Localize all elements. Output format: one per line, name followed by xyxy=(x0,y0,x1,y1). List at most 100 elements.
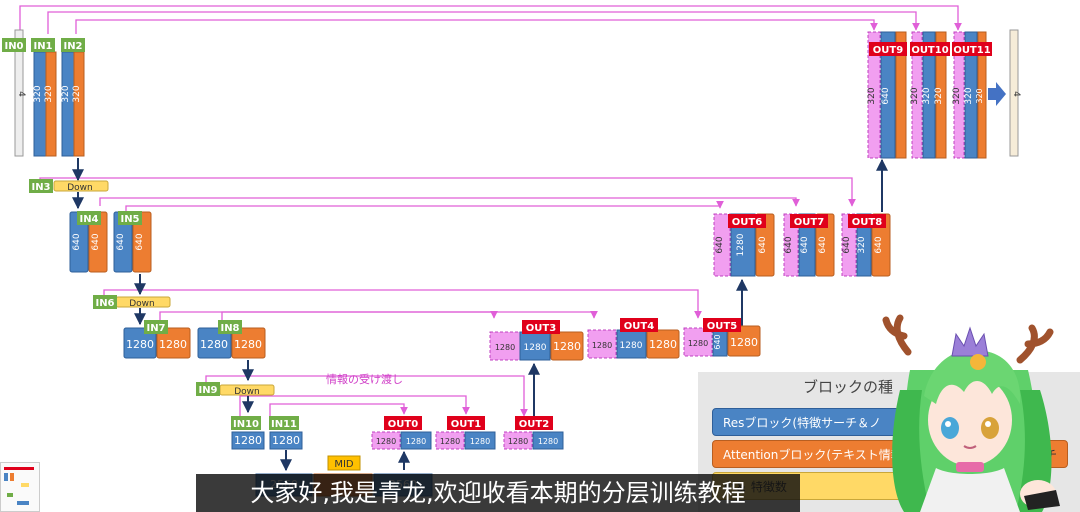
svg-text:640: 640 xyxy=(116,233,126,250)
block-out7: 640 640 640 xyxy=(783,213,835,277)
output-arrow-icon xyxy=(988,82,1006,106)
svg-text:IN3: IN3 xyxy=(31,182,50,193)
svg-text:1280: 1280 xyxy=(200,338,228,351)
down-sampler-in3: Down xyxy=(53,180,109,193)
vtuber-avatar xyxy=(882,314,1060,512)
svg-text:IN4: IN4 xyxy=(79,214,98,225)
block-out11: 320 320 320 xyxy=(952,31,987,159)
block-in1: 320 320 xyxy=(33,51,57,157)
handoff-label: 情報の受け渡し xyxy=(326,372,403,386)
svg-text:IN1: IN1 xyxy=(33,41,52,52)
output-channel: 4 xyxy=(1011,91,1021,97)
svg-text:OUT6: OUT6 xyxy=(732,217,762,228)
svg-text:320: 320 xyxy=(867,87,877,104)
svg-text:1280: 1280 xyxy=(234,434,262,447)
block-in4: 640 640 xyxy=(69,211,108,273)
svg-text:1280: 1280 xyxy=(126,338,154,351)
thumbnail-preview xyxy=(0,462,40,512)
svg-text:MID: MID xyxy=(334,459,354,470)
svg-text:320: 320 xyxy=(910,87,920,104)
legend-title: ブロックの種 xyxy=(803,378,894,396)
svg-text:OUT7: OUT7 xyxy=(794,217,824,228)
svg-text:640: 640 xyxy=(800,236,810,253)
svg-text:640: 640 xyxy=(91,233,101,250)
svg-text:Down: Down xyxy=(129,299,155,309)
svg-text:IN2: IN2 xyxy=(63,41,82,52)
svg-text:320: 320 xyxy=(934,87,944,104)
svg-text:320: 320 xyxy=(975,88,984,103)
svg-text:640: 640 xyxy=(842,236,852,253)
svg-text:640: 640 xyxy=(784,236,794,253)
svg-text:1280: 1280 xyxy=(730,336,758,349)
block-out10: 320 320 320 xyxy=(910,31,947,159)
svg-text:1280: 1280 xyxy=(406,437,426,446)
svg-text:640: 640 xyxy=(72,233,82,250)
svg-text:640: 640 xyxy=(713,334,722,349)
svg-text:IN5: IN5 xyxy=(120,214,139,225)
legend-attention-label: Attentionブロック(テキスト情報 xyxy=(723,448,903,462)
svg-text:OUT4: OUT4 xyxy=(624,321,654,332)
block-in2: 320 320 xyxy=(61,51,85,157)
svg-text:IN0: IN0 xyxy=(4,41,23,52)
svg-text:640: 640 xyxy=(715,236,725,253)
svg-text:1280: 1280 xyxy=(508,437,528,446)
svg-text:320: 320 xyxy=(33,85,43,102)
block-in11: 1280 xyxy=(269,431,303,450)
svg-text:320: 320 xyxy=(61,85,71,102)
svg-text:IN6: IN6 xyxy=(95,298,114,309)
svg-text:320: 320 xyxy=(922,87,932,104)
svg-text:1280: 1280 xyxy=(376,437,396,446)
in-labels: IN0 IN1 IN2 IN3 IN4 IN5 IN6 IN7 IN8 IN9 … xyxy=(2,38,299,430)
svg-text:Down: Down xyxy=(67,183,93,193)
svg-text:OUT0: OUT0 xyxy=(388,419,418,430)
svg-text:640: 640 xyxy=(881,87,891,104)
block-out1: 1280 1280 xyxy=(435,431,496,450)
svg-text:640: 640 xyxy=(874,236,884,253)
subtitle-caption: 大家好,我是青龙,欢迎收看本期的分层训练教程 xyxy=(196,474,800,512)
block-out3: 1280 1280 1280 xyxy=(489,331,584,361)
svg-text:OUT9: OUT9 xyxy=(873,45,903,56)
svg-text:OUT1: OUT1 xyxy=(451,419,481,430)
in0-channel: 4 xyxy=(16,91,26,97)
svg-text:320: 320 xyxy=(952,87,962,104)
svg-text:1280: 1280 xyxy=(440,437,460,446)
svg-text:640: 640 xyxy=(818,236,828,253)
svg-text:1280: 1280 xyxy=(470,437,490,446)
svg-text:1280: 1280 xyxy=(553,340,581,353)
svg-text:IN8: IN8 xyxy=(220,323,239,334)
svg-text:640: 640 xyxy=(758,236,768,253)
block-out8: 640 320 640 xyxy=(841,213,891,277)
block-in8: 1280 1280 xyxy=(197,327,266,359)
svg-text:320: 320 xyxy=(44,85,54,102)
svg-text:1280: 1280 xyxy=(688,339,708,348)
svg-text:OUT8: OUT8 xyxy=(852,217,882,228)
svg-text:Down: Down xyxy=(234,387,260,397)
block-in10: 1280 xyxy=(231,431,265,450)
svg-text:OUT10: OUT10 xyxy=(911,45,948,56)
block-in5: 640 640 xyxy=(113,211,152,273)
block-out2: 1280 1280 xyxy=(503,431,564,450)
svg-text:1280: 1280 xyxy=(620,341,643,351)
svg-text:OUT3: OUT3 xyxy=(526,323,556,334)
down-sampler-in9: Down xyxy=(219,384,275,397)
svg-text:1280: 1280 xyxy=(234,338,262,351)
svg-text:1280: 1280 xyxy=(159,338,187,351)
svg-text:1280: 1280 xyxy=(272,434,300,447)
out-labels: OUT0 OUT1 OUT2 OUT3 OUT4 OUT5 OUT6 OUT7 … xyxy=(384,42,992,430)
block-out9: 320 640 xyxy=(867,31,907,159)
svg-text:OUT11: OUT11 xyxy=(953,45,990,56)
svg-text:1280: 1280 xyxy=(524,343,547,353)
svg-text:1280: 1280 xyxy=(649,338,677,351)
block-in7: 1280 1280 xyxy=(123,327,191,359)
svg-text:1280: 1280 xyxy=(736,233,746,256)
down-sampler-in6: Down xyxy=(115,296,171,309)
svg-text:IN7: IN7 xyxy=(146,323,165,334)
svg-text:OUT2: OUT2 xyxy=(519,419,549,430)
block-out0: 1280 1280 xyxy=(371,431,432,450)
svg-text:IN11: IN11 xyxy=(271,419,297,430)
svg-text:OUT5: OUT5 xyxy=(707,321,737,332)
svg-text:IN10: IN10 xyxy=(233,419,259,430)
svg-text:640: 640 xyxy=(135,233,145,250)
block-out5: 1280 640 1280 xyxy=(683,325,761,357)
